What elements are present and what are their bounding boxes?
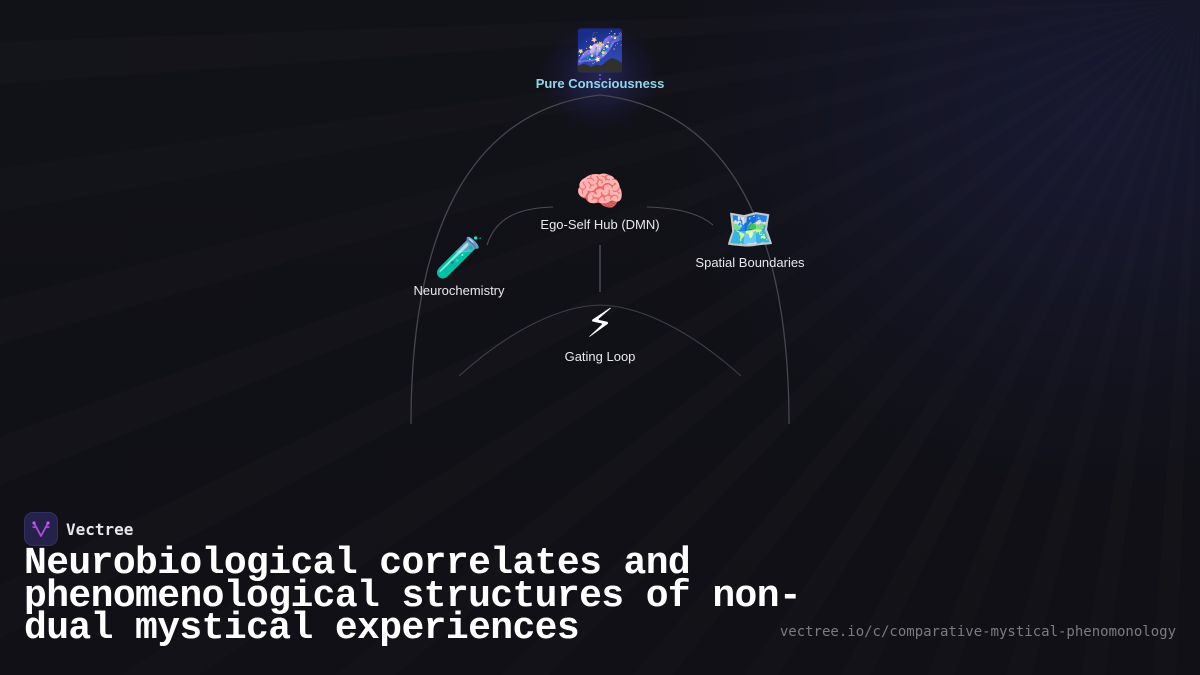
inner-arc-edge: [458, 304, 742, 377]
edge-ego-neurochemistry: [486, 206, 554, 246]
node-label: Gating Loop: [564, 349, 636, 364]
node-label: Ego-Self Hub (DMN): [540, 217, 660, 232]
lightning-icon: ⚡: [585, 301, 615, 347]
page-title: Neurobiological correlates and phenomeno…: [24, 542, 802, 650]
brand-name: Vectree: [66, 519, 134, 539]
node-spatial-boundaries[interactable]: 🗺️ Spatial Boundaries: [695, 207, 804, 270]
node-label: Pure Consciousness: [535, 76, 665, 91]
node-label: Neurochemistry: [413, 283, 505, 298]
vectree-logo-icon: [24, 512, 58, 546]
node-pure-consciousness[interactable]: 🌌 Pure Consciousness: [536, 28, 665, 91]
page-url[interactable]: vectree.io/c/comparative-mystical-phenom…: [779, 624, 1176, 640]
node-neurochemistry[interactable]: 🧪 Neurochemistry: [413, 235, 504, 298]
milky-way-icon: 🌌: [575, 28, 625, 74]
test-tube-icon: 🧪: [434, 235, 484, 281]
node-label: Spatial Boundaries: [695, 255, 805, 270]
node-ego-self-hub[interactable]: 🧠 Ego-Self Hub (DMN): [540, 169, 659, 232]
brain-icon: 🧠: [575, 169, 625, 215]
world-map-icon: 🗺️: [725, 207, 775, 253]
brand: Vectree: [24, 512, 133, 546]
outer-arc-edge: [410, 94, 790, 425]
edge-ego-spatial: [646, 206, 714, 226]
node-gating-loop[interactable]: ⚡ Gating Loop: [565, 301, 636, 364]
